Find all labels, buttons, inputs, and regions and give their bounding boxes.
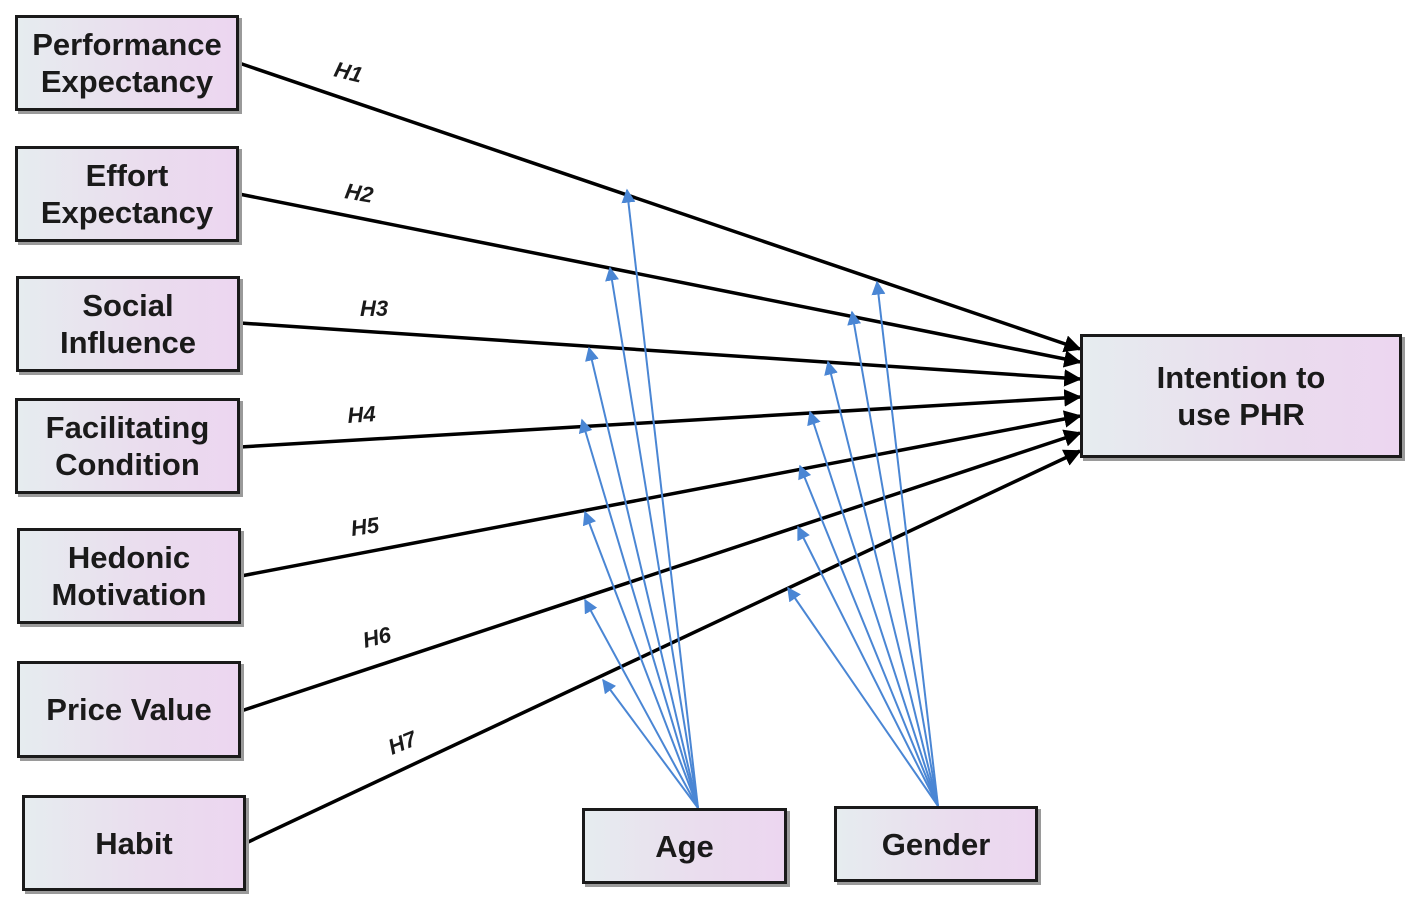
age-moderator-arrow xyxy=(602,678,699,809)
gender-moderator-arrow xyxy=(797,525,939,807)
gender-moderator-arrow xyxy=(787,586,939,807)
construct-label: Social Influence xyxy=(59,288,197,360)
hypothesis-path-arrow xyxy=(245,449,1082,845)
hypothesis-paths xyxy=(238,61,1082,845)
hypothesis-label: H7 xyxy=(385,725,422,759)
gender-moderator-arrow xyxy=(807,410,939,807)
construct-label: Hedonic Motivation xyxy=(51,540,207,612)
age-moderator-arrow xyxy=(582,510,699,809)
construct-box-hedonic-motivation: Hedonic Motivation xyxy=(17,528,241,624)
moderator-label: Age xyxy=(655,828,714,864)
construct-label: Facilitating Condition xyxy=(45,410,210,482)
hypothesis-label: H3 xyxy=(360,296,388,321)
hypothesis-path-arrow xyxy=(240,410,1082,578)
age-moderator-arrow xyxy=(584,598,699,809)
hypothesis-path-arrow xyxy=(238,61,1082,353)
age-moderator-arrow xyxy=(621,188,699,809)
construct-box-facilitating-condition: Facilitating Condition xyxy=(15,398,240,494)
construct-box-effort-expectancy: Effort Expectancy xyxy=(15,146,239,242)
age-moderator-arrow xyxy=(585,346,699,809)
gender-moderator-arrow xyxy=(871,280,939,807)
moderator-paths xyxy=(578,188,939,809)
gender-moderator-arrow xyxy=(798,464,939,807)
gender-moderator-arrow xyxy=(847,310,939,807)
construct-label: Price Value xyxy=(46,692,212,727)
construct-label: Effort Expectancy xyxy=(40,158,214,230)
moderator-label: Gender xyxy=(881,826,991,862)
age-moderator-arrow xyxy=(605,266,699,809)
hypothesis-label: H4 xyxy=(347,401,377,428)
hypothesis-label: H1 xyxy=(332,57,365,88)
hypothesis-label: H6 xyxy=(360,622,394,653)
construct-box-social-influence: Social Influence xyxy=(16,276,240,372)
construct-box-price-value: Price Value xyxy=(17,661,241,758)
hypothesis-path-arrow xyxy=(239,321,1082,387)
construct-box-performance-expectancy: Performance Expectancy xyxy=(15,15,239,111)
construct-label: Performance Expectancy xyxy=(32,27,222,99)
construct-label: Habit xyxy=(95,825,173,861)
construct-box-habit: Habit xyxy=(22,795,246,891)
gender-moderator-arrow xyxy=(824,360,939,807)
outcome-label: Intention to use PHR xyxy=(1156,360,1326,432)
moderator-box-age: Age xyxy=(582,808,787,884)
hypothesis-label: H5 xyxy=(349,512,381,541)
hypothesis-label: H2 xyxy=(343,178,376,208)
age-moderator-arrow xyxy=(578,418,699,809)
hypothesis-path-arrow xyxy=(238,192,1082,368)
outcome-box-intention: Intention to use PHR xyxy=(1080,334,1402,458)
hypothesis-path-arrow xyxy=(239,389,1082,449)
moderator-box-gender: Gender xyxy=(834,806,1038,882)
